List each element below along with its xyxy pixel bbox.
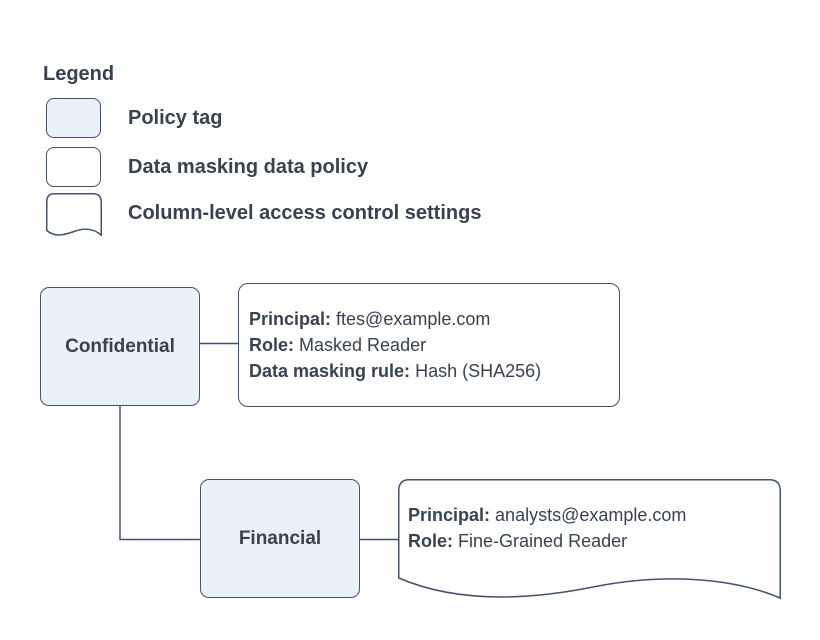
policy-tag-node-confidential: Confidential bbox=[40, 287, 200, 406]
policy-tag-swatch bbox=[46, 98, 101, 138]
data-masking-policy-swatch bbox=[46, 147, 101, 187]
legend-item-label: Data masking data policy bbox=[128, 156, 369, 178]
policy-line-value: Fine-Grained Reader bbox=[458, 531, 628, 551]
policy-line-label: Principal: bbox=[249, 309, 332, 329]
document-shape bbox=[398, 479, 781, 600]
policy-line-label: Principal: bbox=[408, 505, 491, 525]
policy-line-value: analysts@example.com bbox=[495, 505, 687, 525]
legend-item-label: Policy tag bbox=[128, 107, 223, 129]
node-label: Confidential bbox=[65, 335, 175, 357]
data-masking-policy-card: Principal: ftes@example.com Role: Masked… bbox=[238, 283, 620, 407]
policy-line-role: Role: Masked Reader bbox=[249, 332, 619, 358]
column-access-card: Principal: analysts@example.com Role: Fi… bbox=[398, 479, 781, 605]
policy-line-masking-rule: Data masking rule: Hash (SHA256) bbox=[249, 358, 619, 384]
policy-line-label: Role: bbox=[249, 335, 294, 355]
policy-line-value: ftes@example.com bbox=[336, 309, 491, 329]
policy-line-role: Role: Fine-Grained Reader bbox=[408, 528, 686, 554]
column-access-text: Principal: analysts@example.com Role: Fi… bbox=[408, 502, 686, 554]
connector-confidential-to-financial bbox=[119, 406, 200, 541]
node-label: Financial bbox=[238, 527, 322, 549]
document-shape-icon bbox=[46, 193, 102, 237]
policy-line-label: Data masking rule: bbox=[249, 361, 411, 381]
policy-line-value: Masked Reader bbox=[299, 335, 427, 355]
policy-line-principal: Principal: analysts@example.com bbox=[408, 502, 686, 528]
legend-item-label: Column-level access control settings bbox=[128, 202, 482, 224]
legend-title: Legend bbox=[43, 63, 115, 85]
policy-line-principal: Principal: ftes@example.com bbox=[249, 306, 619, 332]
policy-tag-node-financial: Financial bbox=[200, 479, 360, 598]
policy-line-value: Hash (SHA256) bbox=[415, 361, 542, 381]
policy-line-label: Role: bbox=[408, 531, 453, 551]
